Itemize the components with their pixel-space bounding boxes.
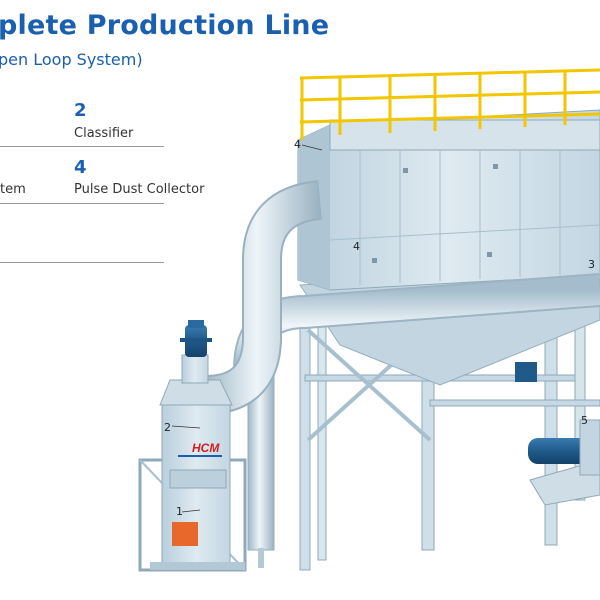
classifier-outlet-pipe <box>204 182 323 413</box>
legend-divider <box>0 262 164 263</box>
top-safety-railing <box>299 68 600 140</box>
legend-divider <box>0 146 164 147</box>
callout-3: 3 <box>588 258 595 271</box>
orange-panel <box>172 522 198 546</box>
legend-number-4: 4 <box>74 157 87 178</box>
legend-number-2: 2 <box>74 100 87 121</box>
legend-label-partial: tem <box>0 182 26 197</box>
callout-2: 2 <box>164 421 171 434</box>
page-title: plete Production Line <box>0 10 330 41</box>
callout-5: 5 <box>581 414 588 427</box>
blower-fan <box>528 419 600 506</box>
callout-4-top: 4 <box>294 138 301 151</box>
grinding-mill <box>138 404 247 572</box>
page-subtitle: pen Loop System) <box>0 50 143 69</box>
classifier <box>159 320 233 406</box>
pulse-dust-collector <box>297 109 600 291</box>
brand-logo: HCM <box>192 441 220 455</box>
legend-label-classifier: Classifier <box>74 126 134 141</box>
callout-1: 1 <box>176 505 183 518</box>
rotary-valve-icon <box>515 362 537 382</box>
legend-label-dust-collector: Pulse Dust Collector <box>74 182 205 197</box>
callout-labels: 1 2 3 4 4 5 <box>164 138 595 518</box>
legend-divider <box>0 203 164 204</box>
callout-4: 4 <box>353 240 360 253</box>
